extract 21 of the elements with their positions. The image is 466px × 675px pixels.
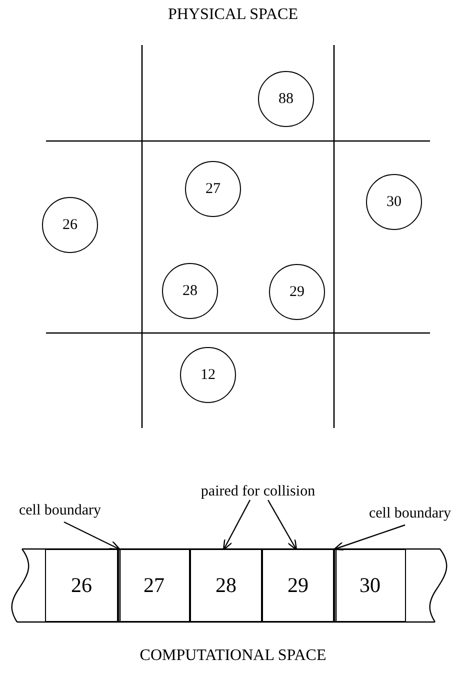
- arrow: [222, 500, 251, 550]
- particle-circle: 30: [366, 174, 422, 230]
- particle-circle: 28: [162, 263, 218, 319]
- annotation-label: cell boundary: [18, 502, 102, 520]
- particle-circle: 88: [258, 71, 314, 127]
- particle-circle: 29: [269, 264, 325, 320]
- particle-circle: 12: [180, 347, 236, 403]
- leader-arrow: [64, 521, 120, 550]
- array-cell: 26: [45, 549, 118, 622]
- array-cell: 30: [334, 549, 406, 622]
- leader-arrow: [333, 524, 406, 550]
- caption: COMPUTATIONAL SPACE: [140, 647, 326, 665]
- array-cell: 29: [262, 549, 334, 622]
- particle-circle: 27: [185, 161, 241, 217]
- particle-circle: 26: [42, 197, 98, 253]
- arrow: [267, 500, 298, 550]
- annotation-label: cell boundary: [368, 506, 452, 522]
- title: PHYSICAL SPACE: [168, 6, 298, 24]
- array-cell: 28: [190, 549, 262, 622]
- annotation-label: paired for collision: [200, 484, 316, 500]
- array-cell: 27: [118, 549, 190, 622]
